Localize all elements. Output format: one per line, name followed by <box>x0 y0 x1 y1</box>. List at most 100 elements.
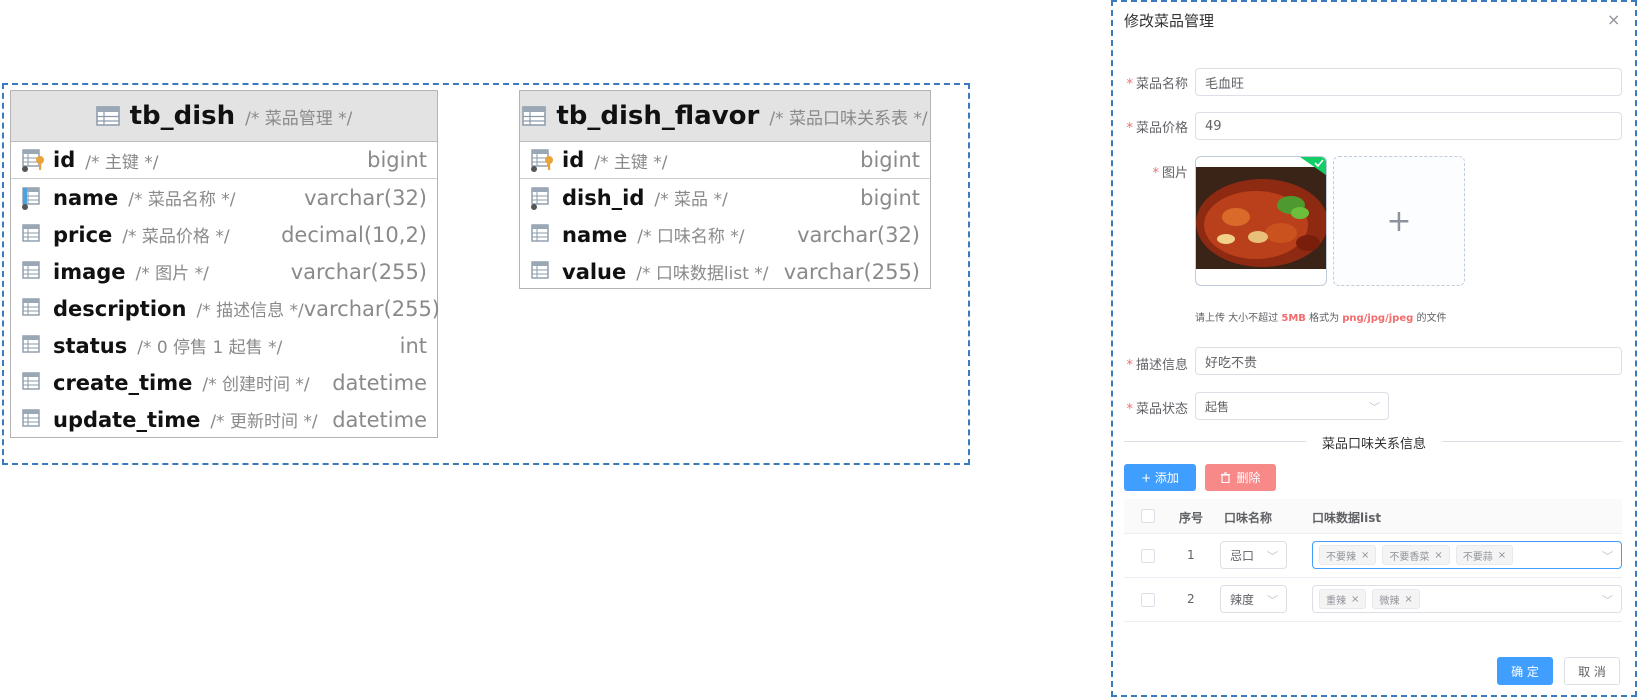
flavor-tag[interactable]: 不要辣 × <box>1319 545 1377 565</box>
close-icon[interactable]: × <box>1497 549 1507 561</box>
primary-key-icon <box>21 147 47 173</box>
column-row-status[interactable]: status/* 0 停售 1 起售 */int <box>11 327 437 364</box>
table-name: tb_dish <box>129 101 236 131</box>
er-table-tb-dish-flavor[interactable]: tb_dish_flavor /* 菜品口味关系表 */ id/* 主键 */b… <box>519 90 931 289</box>
flavor-tag[interactable]: 不要香菜× <box>1382 545 1450 565</box>
confirm-button[interactable]: 确 定 <box>1497 657 1553 685</box>
unique-key-icon <box>21 185 47 211</box>
column-comment: /* 主键 */ <box>594 152 668 173</box>
upload-success-check-icon <box>1300 157 1326 175</box>
dish-price-input[interactable]: 49 <box>1195 112 1622 140</box>
column-type: decimal(10,2) <box>281 222 427 247</box>
column-comment: /* 描述信息 */ <box>196 301 304 321</box>
flavor-name-select[interactable]: 辣度﹀ <box>1220 585 1287 613</box>
row-checkbox[interactable] <box>1141 549 1155 563</box>
uploaded-dish-image[interactable] <box>1195 156 1327 286</box>
delete-flavor-button[interactable]: 删除 <box>1205 464 1276 491</box>
column-comment: /* 图片 */ <box>135 264 209 284</box>
flavor-name-select[interactable]: 忌口﹀ <box>1220 541 1287 569</box>
upload-image-button[interactable]: + <box>1333 156 1465 286</box>
header-index: 序号 <box>1179 511 1204 525</box>
add-flavor-button[interactable]: + 添加 <box>1124 464 1196 491</box>
status-label-text: 菜品状态 <box>1135 402 1188 417</box>
cancel-button[interactable]: 取 消 <box>1564 657 1620 685</box>
column-type: datetime <box>332 370 427 395</box>
delete-button-label: 删除 <box>1236 471 1261 485</box>
column-comment: /* 菜品价格 */ <box>122 227 230 247</box>
description-label: *描述信息 <box>1114 354 1188 373</box>
column-row-image[interactable]: image/* 图片 */varchar(255) <box>11 253 437 290</box>
required-mark: * <box>1126 121 1133 136</box>
er-diagram-frame <box>2 83 970 465</box>
column-row-price[interactable]: price /* 菜品价格 */ decimal(10,2) <box>11 216 437 253</box>
column-icon <box>21 333 47 359</box>
column-type: int <box>399 333 427 358</box>
select-all-checkbox[interactable] <box>1141 509 1155 523</box>
flavor-tag[interactable]: 不要蒜× <box>1455 545 1514 565</box>
column-row-name[interactable]: name/* 口味名称 */varchar(32) <box>520 216 930 253</box>
required-mark: * <box>1126 402 1133 417</box>
column-comment: /* 创建时间 */ <box>202 375 310 395</box>
column-list: id/* 主键 */bigint name /* 菜品名称 */ varchar(32… <box>11 142 440 438</box>
table-icon <box>95 106 120 126</box>
dish-name-label: *菜品名称 <box>1114 73 1188 92</box>
flavor-tag-label: 不要辣 <box>1326 551 1356 563</box>
header-flavor-name: 口味名称 <box>1224 511 1273 525</box>
flavor-list-select[interactable]: 不要辣 × 不要香菜× 不要蒜× ﹀ <box>1312 541 1622 569</box>
tip-prefix: 请上传 大小不超过 <box>1195 313 1282 324</box>
flavor-name-value: 忌口 <box>1230 548 1255 563</box>
chevron-down-icon: ﹀ <box>1602 550 1613 563</box>
column-row-create-time[interactable]: create_time /* 创建时间 */ datetime <box>11 364 437 401</box>
column-comment: /* 0 停售 1 起售 */ <box>137 338 283 358</box>
status-select[interactable]: 起售﹀ <box>1195 392 1389 420</box>
column-comment: /* 菜品名称 */ <box>128 190 236 210</box>
flavor-tag[interactable]: 微辣× <box>1372 589 1420 609</box>
column-name: name <box>53 185 119 210</box>
column-type: varchar(255) <box>303 296 440 321</box>
description-input[interactable]: 好吃不贵 <box>1195 347 1622 375</box>
column-icon <box>21 222 47 248</box>
tip-formats: png/jpg/jpeg <box>1342 313 1414 324</box>
chevron-down-icon: ﹀ <box>1369 401 1380 414</box>
column-icon <box>530 222 556 248</box>
column-row-name[interactable]: name /* 菜品名称 */ varchar(32) <box>11 179 437 216</box>
close-icon[interactable]: × <box>1404 593 1413 605</box>
close-icon[interactable]: × <box>1351 593 1360 605</box>
flavor-table-header: 序号 口味名称 口味数据list <box>1124 499 1622 534</box>
table-comment: /* 菜品管理 */ <box>245 108 353 129</box>
column-type: datetime <box>332 407 427 432</box>
tip-size: 5MB <box>1281 313 1306 324</box>
required-mark: * <box>1126 358 1133 373</box>
row-checkbox[interactable] <box>1141 593 1155 607</box>
flavor-tag-label: 重辣 <box>1326 595 1346 607</box>
dish-price-label: *菜品价格 <box>1114 117 1188 136</box>
flavor-list-select[interactable]: 重辣× 微辣× ﹀ <box>1312 585 1622 613</box>
dish-name-label-text: 菜品名称 <box>1135 77 1188 92</box>
close-icon[interactable]: × <box>1361 549 1370 561</box>
er-table-header: tb_dish_flavor /* 菜品口味关系表 */ <box>520 91 930 142</box>
column-row-dish-id[interactable]: dish_id/* 菜品 */bigint <box>520 179 930 216</box>
column-row-id[interactable]: id/* 主键 */bigint <box>11 142 437 179</box>
column-comment: /* 更新时间 */ <box>210 412 318 432</box>
row-index: 1 <box>1187 548 1195 562</box>
column-row-id[interactable]: id/* 主键 */bigint <box>520 142 930 179</box>
column-icon <box>530 259 556 285</box>
table-row: 1 忌口﹀ 不要辣 × 不要香菜× 不要蒜× ﹀ <box>1124 534 1622 578</box>
close-icon[interactable]: × <box>1607 10 1621 29</box>
row-index: 2 <box>1187 592 1195 606</box>
column-row-description[interactable]: description/* 描述信息 */varchar(255) <box>11 290 440 327</box>
foreign-key-icon <box>530 185 556 211</box>
column-row-value[interactable]: value/* 口味数据list */varchar(255) <box>520 253 930 290</box>
column-name: create_time <box>53 370 193 395</box>
column-type: varchar(32) <box>304 185 427 210</box>
dish-name-input[interactable]: 毛血旺 <box>1195 68 1622 96</box>
dish-image-label-text: 图片 <box>1161 166 1188 181</box>
close-icon[interactable]: × <box>1434 549 1443 561</box>
column-name: id <box>53 148 76 172</box>
column-name: price <box>53 222 113 247</box>
flavor-tag[interactable]: 重辣 × <box>1319 589 1367 609</box>
upload-tip: 请上传 大小不超过 5MB 格式为 png/jpg/jpeg 的文件 <box>1195 309 1446 324</box>
column-row-update-time[interactable]: update_time/* 更新时间 */datetime <box>11 401 437 438</box>
